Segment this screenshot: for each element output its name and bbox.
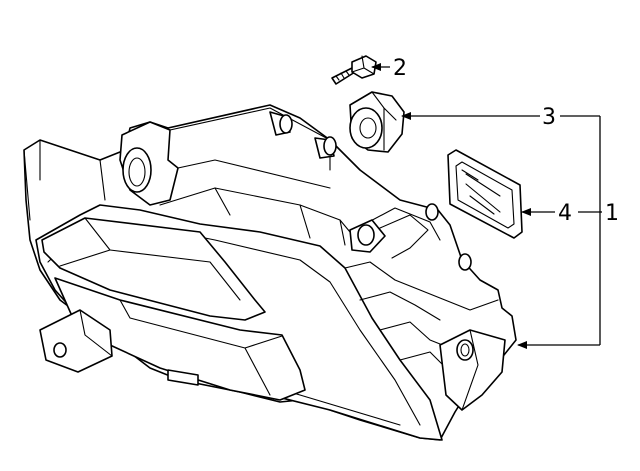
gasket-part: [447, 149, 523, 239]
callout-3: 3: [542, 105, 556, 130]
callout-2: 2: [393, 56, 407, 81]
callout-1: 1: [605, 201, 619, 226]
headlamp-housing: [23, 104, 517, 441]
callout-4: 4: [558, 201, 572, 226]
bolt-part: [331, 55, 377, 85]
nut-part: [349, 91, 405, 153]
